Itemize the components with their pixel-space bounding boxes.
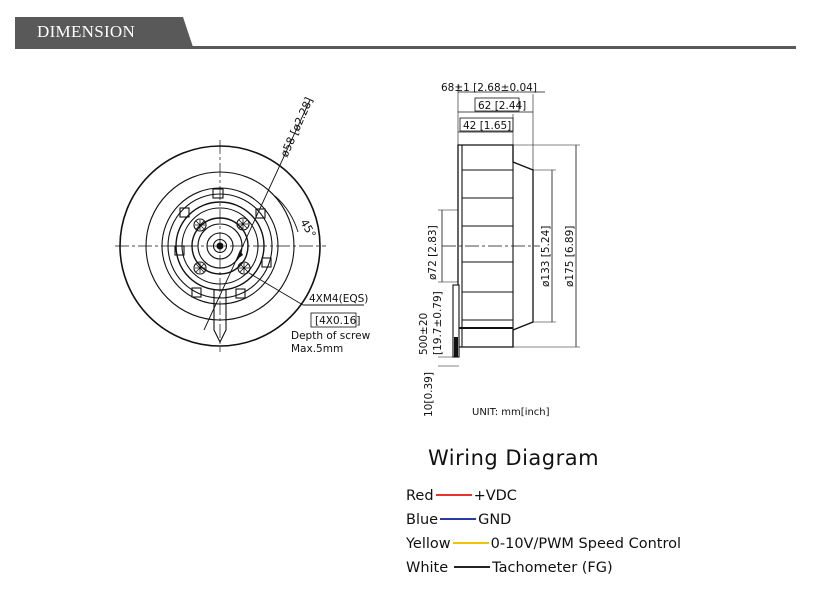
wire-row-white: White Tachometer (FG) <box>406 560 613 580</box>
front-dia-label: ø58 [ø2.28] <box>278 95 316 159</box>
wiring-title: Wiring Diagram <box>428 446 600 470</box>
screw-inch-label: [4X0.16] <box>315 315 360 327</box>
screw-label: 4XM4(EQS) <box>309 293 368 305</box>
cable-length-inch-label: [19.7±0.79] <box>432 291 444 355</box>
width-inner-label: 42 [1.65] <box>463 120 511 132</box>
wire-line-yellow <box>452 542 489 544</box>
screw-holes <box>193 217 251 275</box>
wire-function-label: +VDC <box>473 488 517 504</box>
cable-length-label: 500±20 <box>418 313 430 355</box>
cable-strip-label: 10[0.39] <box>423 372 435 417</box>
wire-row-blue: Blue GND <box>406 512 511 532</box>
wire-color-label: Yellow <box>406 536 451 552</box>
header-tab <box>15 17 193 47</box>
hub-dia-label: ø72 [2.83] <box>427 225 439 280</box>
page-title: DIMENSION <box>37 22 136 41</box>
width-mid-label: 62 [2.44] <box>478 100 526 112</box>
wire-function-label: GND <box>478 512 512 528</box>
wire-line-red <box>435 494 472 496</box>
wire-row-yellow: Yellow 0-10V/PWM Speed Control <box>406 536 681 556</box>
wire-line-white <box>454 566 491 568</box>
width-total-label: 68±1 [2.68±0.04] <box>441 82 537 94</box>
cable-exit <box>213 290 227 344</box>
side-view: 68±1 [2.68±0.04] 62 [2.44] 42 [1.65] ø13… <box>418 82 580 418</box>
wire-color-label: White <box>406 560 449 576</box>
header-rule <box>15 46 796 49</box>
unit-label: UNIT: mm[inch] <box>472 407 550 418</box>
wire-row-red: Red +VDC <box>406 488 517 508</box>
wire-function-label: 0-10V/PWM Speed Control <box>490 536 682 552</box>
outer-dia-label: ø175 [6.89] <box>564 226 576 287</box>
inlet-dia-label: ø133 [5.24] <box>540 226 552 287</box>
wire-line-blue <box>440 518 477 520</box>
front-view: ø58 [ø2.28] 45° 4XM4(EQS) [4X0.16] Depth… <box>115 95 371 355</box>
depth-max-label: Max.5mm <box>291 343 343 355</box>
angle-label: 45° <box>297 217 318 240</box>
depth-label: Depth of screw <box>291 330 371 342</box>
wire-color-label: Blue <box>406 512 439 528</box>
mounting-tabs <box>174 188 272 299</box>
wire-function-label: Tachometer (FG) <box>492 560 613 576</box>
wire-color-label: Red <box>406 488 434 504</box>
